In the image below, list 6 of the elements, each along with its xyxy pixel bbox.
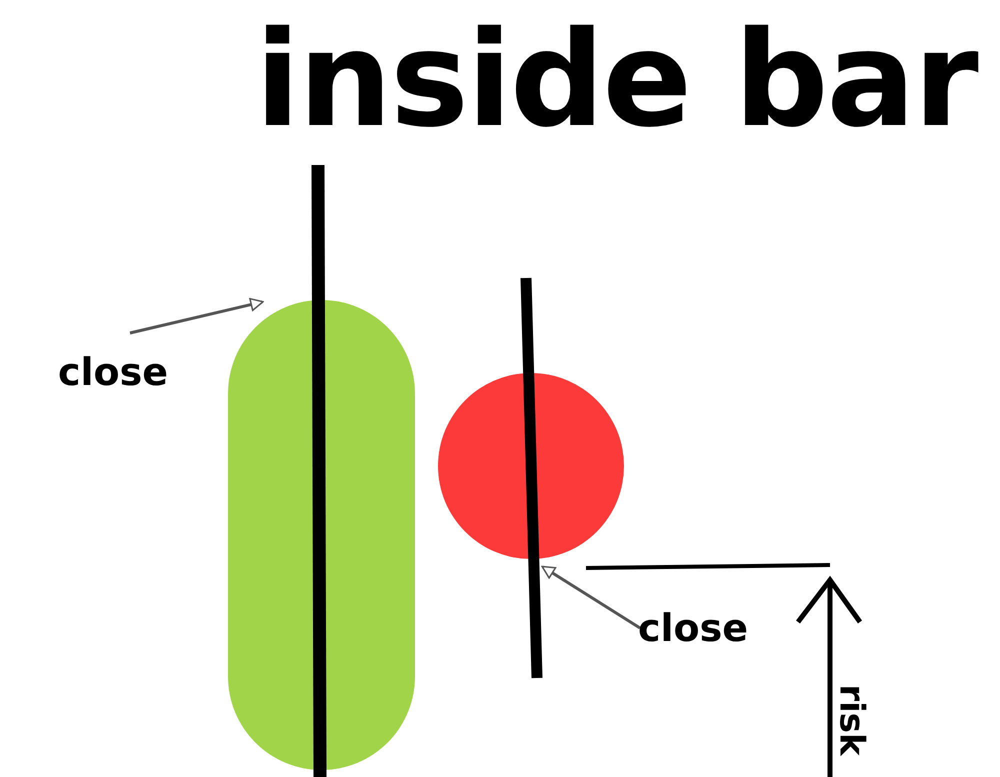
title: inside bar bbox=[255, 2, 977, 159]
axis-label: risk bbox=[832, 684, 872, 756]
callout-text: close bbox=[58, 350, 168, 394]
arrow bbox=[541, 566, 641, 630]
callout-text: close bbox=[638, 606, 748, 650]
arrow bbox=[130, 298, 264, 334]
